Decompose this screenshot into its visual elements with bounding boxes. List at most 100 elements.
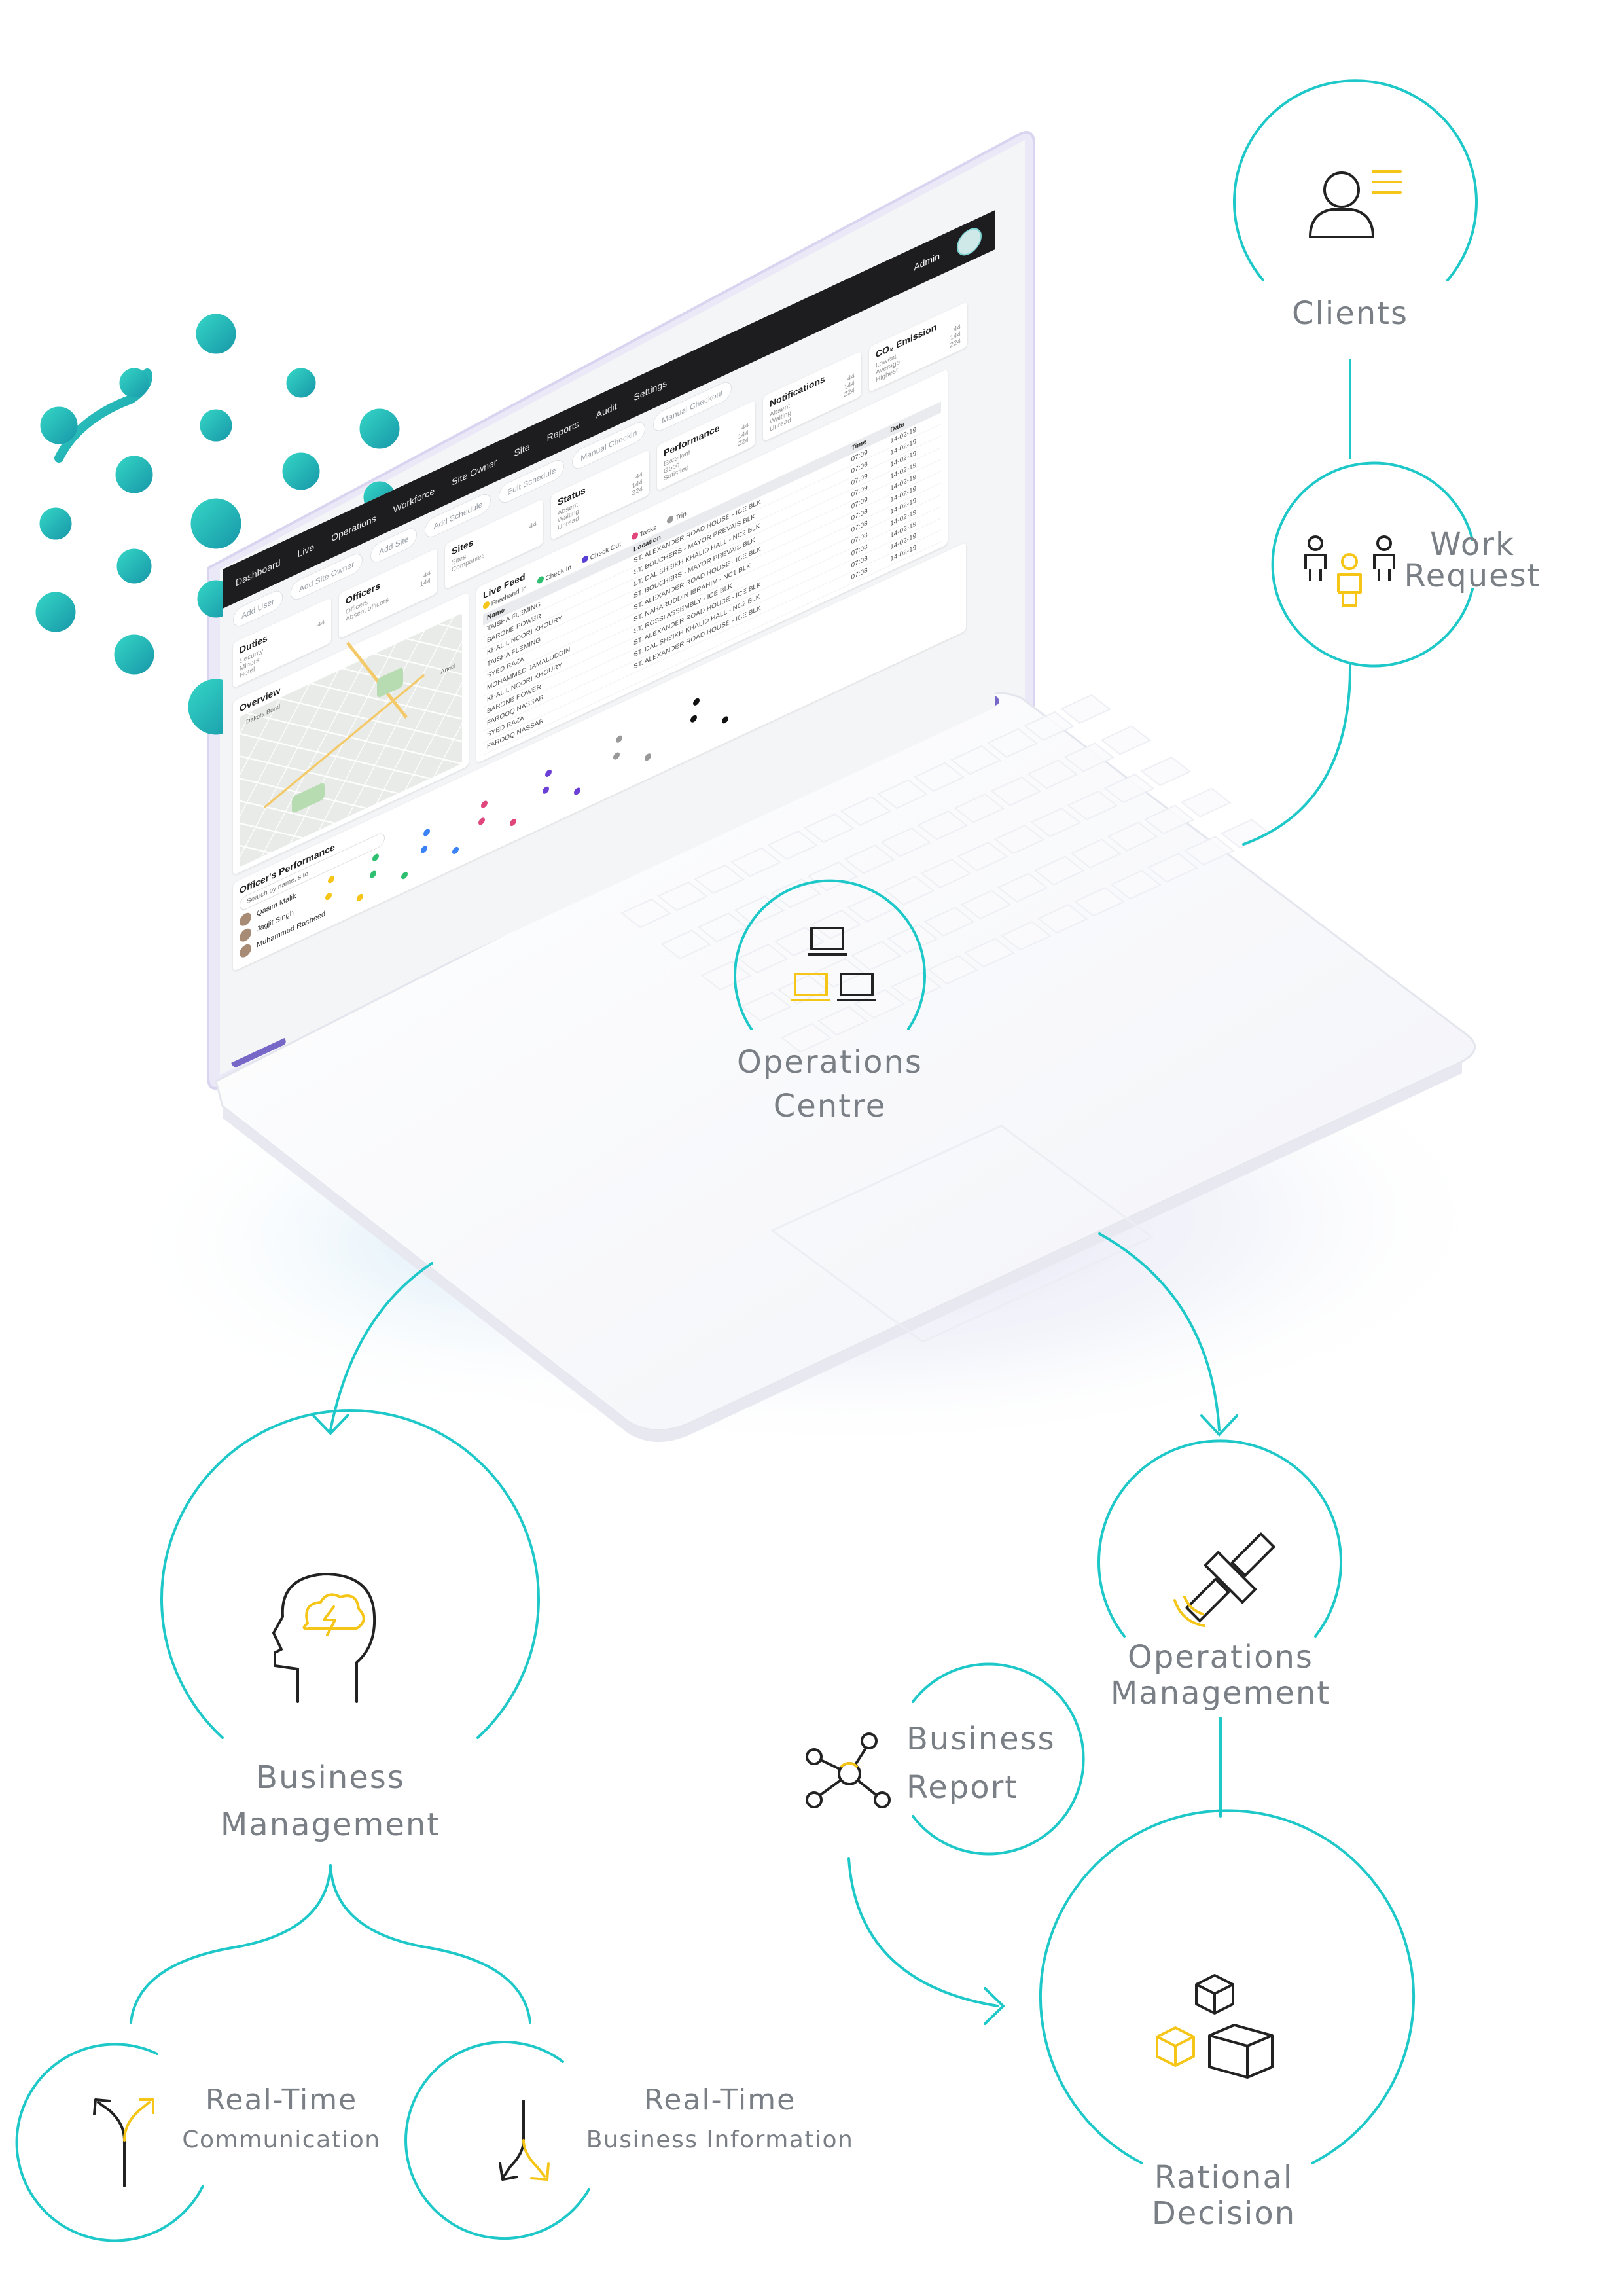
avatar [240,942,251,960]
keyboard-key [887,924,938,954]
laptop-network-icon [791,927,876,1001]
rational-decision-arrowhead [984,1987,1005,2025]
keyboard [620,694,1272,1053]
performance-dot [327,874,334,885]
clients-label: Clients [1292,295,1408,332]
keyboard-key [1063,742,1115,772]
keyboard-key [883,875,935,906]
keyboard-key [1000,921,1052,951]
nav-item-reports[interactable]: Reports [546,418,579,444]
group-people-icon [1304,535,1395,607]
nav-item-site[interactable]: Site [514,440,530,459]
realtime-business-info-label: Real-Time Business Information [586,2083,854,2154]
business-management-branch [130,1864,332,2024]
keyboard-key [804,813,855,844]
keyboard-key [1180,787,1232,817]
ops-to-operations-management-curve [1098,1232,1221,1431]
trackpad [770,1124,1154,1343]
keyboard-key [917,810,969,840]
performance-dot [478,816,485,827]
keyboard-key [1183,836,1235,866]
keyboard-key [950,745,1001,776]
performance-dot [615,734,622,744]
business-management-ring [160,1409,540,1739]
satellite-icon [1173,1532,1275,1627]
keyboard-key [737,943,789,974]
keyboard-key [730,847,781,878]
hinge-left [231,1036,286,1067]
rational-decision-ring [1039,1809,1415,2164]
avatar [240,910,251,928]
admin-label: Admin [914,250,940,273]
keyboard-key [807,861,859,891]
keyboard-key [767,830,818,861]
operations-management-arrowhead [1200,1414,1238,1437]
keyboard-key [997,872,1048,903]
performance-dot [423,827,430,838]
keyboard-key [877,779,928,810]
keyboard-key [1220,819,1272,849]
performance-dot [574,786,581,797]
nav-item-live[interactable]: Live [297,541,315,560]
nav-item-dashboard[interactable]: Dashboard [236,556,281,588]
keyboard-key [923,906,975,937]
keyboard-key [880,827,932,857]
keyboard-key [817,1006,868,1036]
keyboard-key [1147,853,1198,883]
keyboard-key [850,941,902,971]
work-request-to-ops-centre-curve [1242,663,1352,846]
performance-dot [369,869,376,880]
rational-decision-label: Rational Decision [1151,2159,1296,2233]
nav-item-workforce[interactable]: Workforce [393,485,435,515]
keyboard-key [1107,821,1158,852]
ops-to-business-management-curve [329,1262,433,1431]
work-request-label: Work Request [1404,526,1541,594]
avatar[interactable] [957,223,982,260]
clients-ring [1233,79,1478,281]
keyboard-key [890,972,942,1002]
business-management-arrowhead [312,1414,349,1435]
person-list-icon [1309,170,1402,238]
operations-management-label: Operations Management [1110,1639,1331,1712]
keyboard-key [1140,756,1192,787]
keyboard-key [1110,870,1162,900]
performance-dot [420,844,427,855]
keyboard-key [1073,887,1125,917]
keyboard-key [920,858,972,889]
keyboard-key [993,824,1045,855]
business-report-to-rational-curve [847,1857,999,2007]
keyboard-key [1033,855,1085,886]
performance-dot [542,785,549,795]
business-management-branch [329,1864,531,2024]
keyboard-key [844,844,895,874]
realtime-communication-ring [15,2043,204,2242]
keyboard-key [960,889,1012,920]
work-request-ring [1271,461,1474,668]
keyboard-key [954,793,1005,823]
keyboard-key [1027,759,1079,789]
performance-dot [510,817,517,827]
keyboard-key [1030,807,1082,838]
keyboard-key [990,776,1042,806]
business-management-label: Business Management [220,1759,441,1843]
keyboard-key [657,881,708,912]
keyboard-key [1103,773,1155,804]
business-report-label: Business Report [906,1721,1056,1806]
keyboard-key [853,989,905,1019]
keyboard-key [780,1023,832,1053]
keyboard-key [810,909,862,940]
performance-dot [401,870,408,880]
keyboard-key [914,762,965,793]
nav-item-audit[interactable]: Audit [596,400,617,421]
nav-item-operations[interactable]: Operations [331,512,376,544]
keyboard-key [1067,790,1118,821]
performance-dot [692,697,700,707]
realtime-communication-label: Real-Time Communication [182,2083,381,2154]
keyboard-key [740,992,792,1022]
nav-item-site-owner[interactable]: Site Owner [452,456,497,488]
operations-centre-label: Operations Centre [737,1044,923,1125]
operations-centre-ring [734,879,926,1030]
nav-item-settings[interactable]: Settings [633,377,668,403]
keyboard-key [1143,804,1195,834]
performance-dot [480,799,488,810]
